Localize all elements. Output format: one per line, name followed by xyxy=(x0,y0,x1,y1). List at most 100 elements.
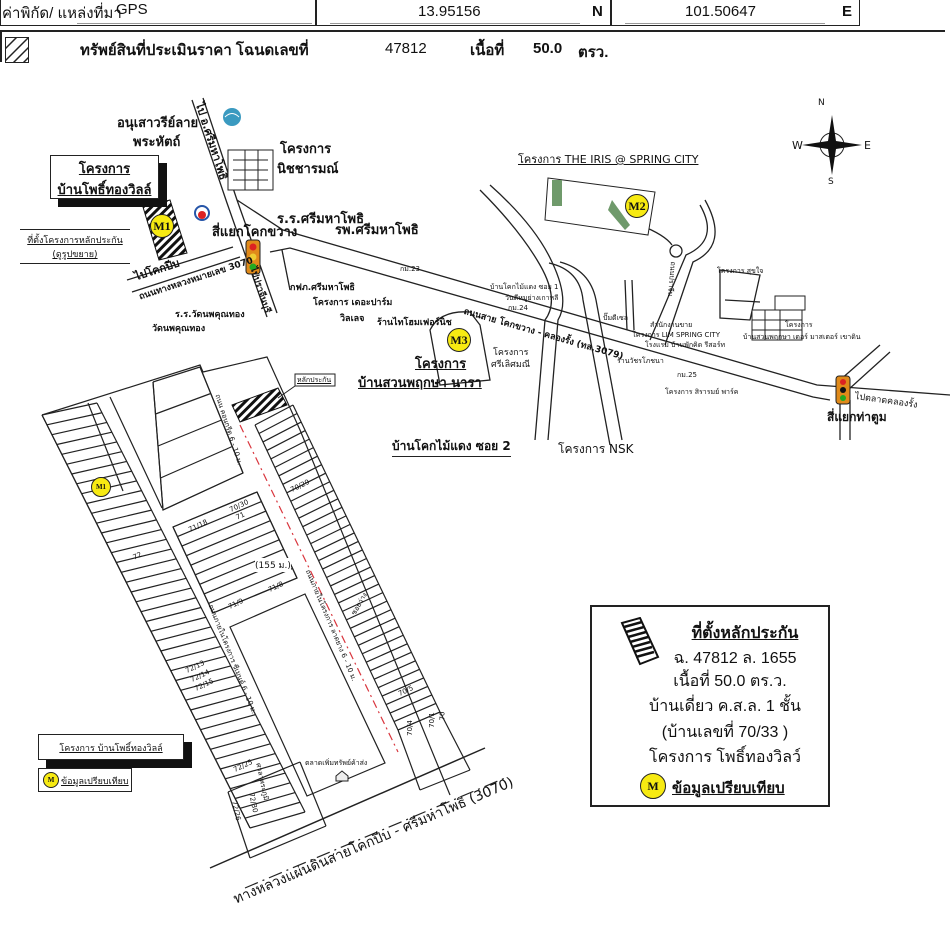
vicinity-roads xyxy=(126,97,950,446)
legend-compare: ข้อมูลเปรียบเทียบ xyxy=(672,780,785,797)
lot-divider xyxy=(334,575,375,595)
compass-w: W xyxy=(792,139,803,152)
lot-divider xyxy=(152,366,201,383)
label-nsk: โครงการ NSK xyxy=(558,442,634,456)
longitude-dir: E xyxy=(842,3,853,20)
label-srisermsin: ศรีเลิศมณี xyxy=(491,360,531,370)
label-soi1-shop: วันดีหมูย่างเกาหลี xyxy=(505,294,559,302)
lot-divider xyxy=(377,668,420,689)
lot-divider xyxy=(96,509,152,524)
lot-divider xyxy=(41,402,98,416)
lot-divider xyxy=(160,636,217,652)
lot-divider xyxy=(369,651,412,672)
label-tha-tum: สี่แยกท่าตูม xyxy=(827,410,887,424)
label-monument: พระหัตถ์ xyxy=(133,135,181,150)
road-soi2 xyxy=(548,261,623,446)
lot-divider xyxy=(215,743,271,760)
legend-house-no: (บ้านเลขที่ 70/33 ) xyxy=(661,724,789,741)
lot-divider xyxy=(306,515,347,536)
lot-label: 70/4 xyxy=(405,720,414,736)
lot-divider xyxy=(274,447,314,468)
lot-edge xyxy=(41,414,251,829)
legend-project: โครงการ โพธิ์ทองวิลว์ xyxy=(648,749,802,766)
lot-divider xyxy=(185,684,241,701)
deed-number: 47812 xyxy=(385,40,427,57)
label-school-wat: ร.ร.วัดนพคุณทอง xyxy=(175,310,245,320)
site-plan xyxy=(41,356,506,889)
lot-divider xyxy=(362,634,404,655)
coord-row xyxy=(0,0,860,26)
label-nichcharam: นิชชารมณ์ xyxy=(277,162,339,177)
label-km25: กม.25 xyxy=(677,371,697,379)
label-gas: ปั๊มดีเซล xyxy=(603,314,629,322)
label-soi2: บ้านโคกไม้แดง ซอย 2 xyxy=(392,437,511,457)
underline xyxy=(330,23,580,24)
label-hospital: รพ.ศรีมหาโพธิ xyxy=(335,223,419,238)
parcel-sukjai xyxy=(719,269,761,321)
latitude-value: 13.95156 xyxy=(418,3,481,20)
lot-divider xyxy=(160,445,233,479)
lot-divider xyxy=(262,421,302,443)
lot-divider xyxy=(157,419,222,447)
lot-divider xyxy=(175,665,231,682)
lot-divider xyxy=(126,567,182,583)
callout-text: ที่ตั้งโครงการหลักประกัน xyxy=(27,236,123,246)
collateral-legend: ที่ตั้งหลักประกัน ฉ. 47812 ล. 1655 เนื้อ… xyxy=(590,605,830,807)
label-monument: อนุเสาวรีย์ลาย xyxy=(117,116,199,131)
collateral-tag-box xyxy=(294,373,336,387)
underline xyxy=(77,23,312,24)
coord-source: GPS xyxy=(116,1,148,18)
lot-divider xyxy=(249,825,327,859)
label-km23: กม.23 xyxy=(400,265,420,273)
lot-divider xyxy=(150,616,207,632)
lot-divider xyxy=(225,762,281,780)
project-title: บ้านโพธิ์ทองวิลล์ xyxy=(57,183,152,198)
lot-divider xyxy=(354,617,396,638)
lot-divider xyxy=(177,501,262,538)
lot-divider xyxy=(302,506,343,528)
coord-label: ค่าพิกัด/ แหล่งที่มา xyxy=(2,5,122,22)
lot-divider xyxy=(199,548,284,585)
label-sirarom: โครงการ สิรารมย์ พาร์ค xyxy=(665,388,739,396)
label-rice-shop: ร้านวัชรโภชนา xyxy=(617,357,664,365)
label-factory: โรงแรม บ้านพักคิด รีสอร์ท xyxy=(645,341,726,349)
divider xyxy=(0,30,2,62)
label-pea: กฟภ.ศรีมหาโพธิ xyxy=(290,283,355,293)
lot-divider xyxy=(145,606,202,623)
route-dash-line xyxy=(239,424,399,753)
lot-divider xyxy=(220,752,276,770)
lot-divider xyxy=(180,675,236,691)
divider xyxy=(0,30,945,32)
lot-divider xyxy=(200,714,256,731)
lot-divider xyxy=(330,566,371,587)
roundabout xyxy=(669,244,683,258)
hatch-icon xyxy=(5,37,29,63)
lot-divider xyxy=(290,481,331,502)
lot-divider xyxy=(282,464,322,485)
collateral-pointer xyxy=(277,385,296,399)
block-south xyxy=(229,593,386,797)
road-3070 xyxy=(126,246,241,293)
lot-divider xyxy=(212,577,298,614)
lot-divider xyxy=(244,801,301,819)
lot-divider xyxy=(162,472,244,511)
label-km24: กม.24 xyxy=(508,304,528,312)
area-label: เนื้อที่ xyxy=(470,42,505,59)
road-soi1 xyxy=(479,184,564,441)
lot-divider xyxy=(210,733,266,750)
lot-divider xyxy=(165,645,221,662)
marker-m3: M3 xyxy=(447,328,471,352)
lot-divider xyxy=(389,694,433,714)
lot-edge xyxy=(292,404,441,713)
distance-label: (155 ม.) xyxy=(255,558,291,572)
lot-divider xyxy=(51,421,108,436)
iris-project-block xyxy=(544,177,656,236)
label-sukjai: โครงการ สุขใจ xyxy=(717,267,764,275)
compass-n: N xyxy=(818,98,825,108)
traffic-light-icon xyxy=(245,239,261,275)
lot-divider xyxy=(61,441,117,455)
highway-centerline xyxy=(244,777,506,889)
lot-edge xyxy=(299,761,327,827)
label-suanpruksa: บ้านสวนพฤกษา เดอร์ มาสเตอร์ เขาดิน xyxy=(743,333,861,341)
lot-divider xyxy=(135,587,192,603)
